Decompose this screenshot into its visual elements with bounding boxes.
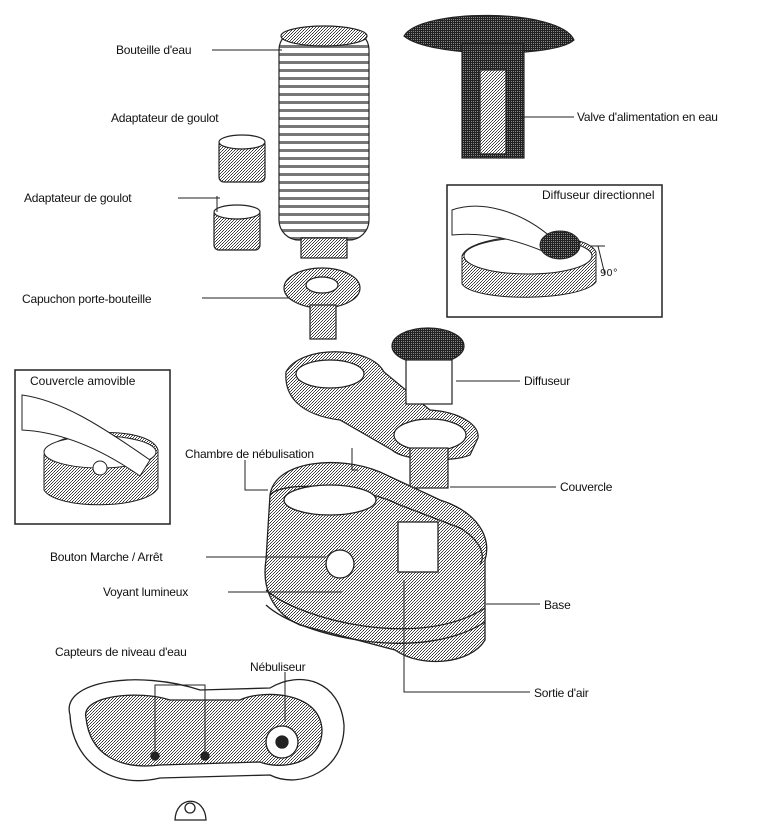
label-neck-adapter-2: Adaptateur de goulot bbox=[24, 191, 132, 205]
label-nebulizer: Nébuliseur bbox=[250, 660, 306, 674]
neck-adapter-1 bbox=[218, 134, 266, 183]
label-water-level-sensors: Capteurs de niveau d'eau bbox=[55, 645, 187, 659]
label-power-button: Bouton Marche / Arrêt bbox=[50, 550, 163, 564]
leader-lines bbox=[154, 49, 574, 752]
label-water-bottle: Bouteille d'eau bbox=[116, 43, 192, 57]
label-cover: Couvercle bbox=[560, 480, 613, 494]
bottle-cap-holder bbox=[283, 267, 361, 340]
label-base: Base bbox=[544, 598, 571, 612]
inset-removable-cover bbox=[14, 369, 171, 525]
inset-directional-diffuser bbox=[446, 184, 663, 318]
cover-assembly bbox=[285, 351, 479, 489]
diffuser bbox=[391, 327, 465, 405]
label-bottle-cap-holder: Capuchon porte-bouteille bbox=[22, 292, 152, 306]
label-directional-diffuser: Diffuseur directionnel bbox=[540, 188, 657, 202]
label-removable-cover: Couvercle amovible bbox=[28, 374, 138, 388]
water-bottle bbox=[278, 25, 370, 259]
label-air-outlet: Sortie d'air bbox=[534, 686, 589, 700]
neck-adapter-2 bbox=[213, 204, 261, 251]
angle-mark: 90° bbox=[600, 268, 618, 279]
label-neck-adapter-1: Adaptateur de goulot bbox=[111, 111, 219, 125]
water-valve bbox=[403, 14, 575, 159]
base-top-view bbox=[68, 678, 345, 821]
label-water-valve: Valve d'alimentation en eau bbox=[577, 110, 718, 124]
base-unit bbox=[264, 461, 488, 663]
label-nebulization-chamber: Chambre de nébulisation bbox=[185, 447, 314, 461]
label-diffuser: Diffuseur bbox=[524, 374, 571, 388]
label-indicator-light: Voyant lumineux bbox=[103, 585, 189, 599]
